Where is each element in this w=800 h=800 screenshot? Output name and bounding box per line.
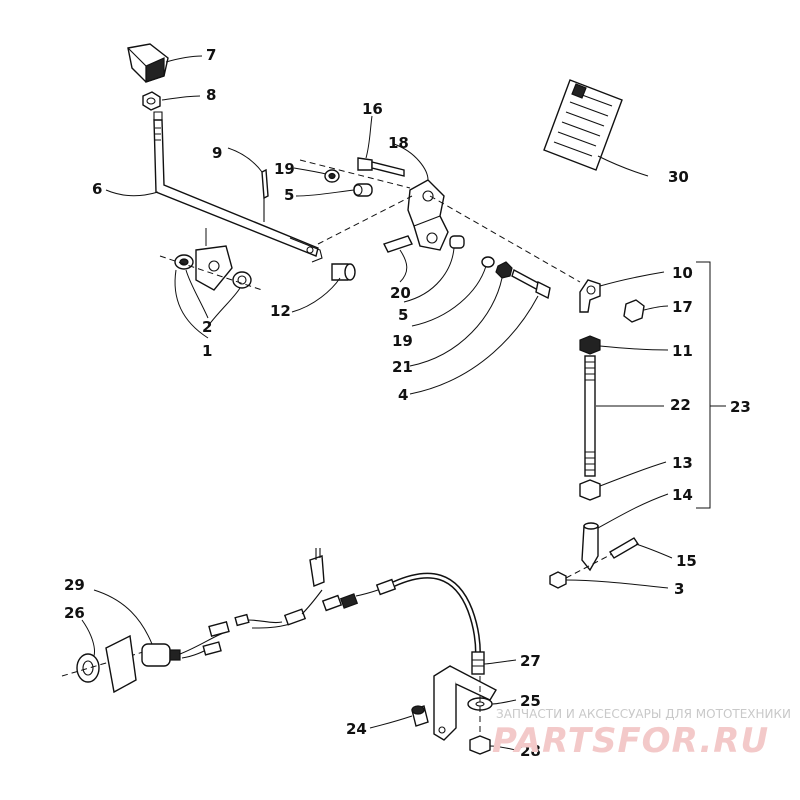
part-1-pivot-plate (195, 245, 233, 291)
label-20: 20 (390, 284, 411, 302)
part-10-rod-end (579, 279, 601, 313)
part-22-threaded-rod (584, 355, 596, 477)
part-28-nut (469, 735, 491, 755)
label-29: 29 (64, 576, 85, 594)
label-26: 26 (64, 604, 85, 622)
part-18-bellcrank (407, 179, 449, 251)
label-21: 21 (392, 358, 413, 376)
connector-d (375, 578, 397, 596)
connector-c (321, 593, 359, 612)
label-9: 9 (212, 144, 222, 162)
part-11-jam-nut (579, 335, 601, 355)
label-15: 15 (676, 552, 697, 570)
mounting-plate (105, 634, 137, 694)
label-11: 11 (672, 342, 693, 360)
label-19-top: 19 (274, 160, 295, 178)
label-16: 16 (362, 100, 383, 118)
part-15-bolt (609, 537, 639, 559)
part-8-nut (142, 91, 161, 111)
label-13: 13 (672, 454, 693, 472)
label-12: 12 (270, 302, 291, 320)
watermark-logo: PARTSFOR.RU (492, 721, 769, 761)
connector-b (283, 608, 307, 626)
connector-a (202, 613, 250, 656)
label-17: 17 (672, 298, 693, 316)
part-30-warning-decal (543, 79, 623, 171)
label-4: 4 (398, 386, 408, 404)
label-6: 6 (92, 180, 102, 198)
part-17-nut (623, 299, 645, 323)
label-22: 22 (670, 396, 691, 414)
part-5-bushing-bottom (449, 235, 465, 249)
part-3-nut (549, 571, 567, 589)
label-1: 1 (202, 342, 212, 360)
watermark-tagline: ЗАПЧАСТИ И АКСЕССУАРЫ ДЛЯ МОТОТЕХНИКИ (496, 707, 791, 721)
label-30: 30 (668, 168, 689, 186)
label-10: 10 (672, 264, 693, 282)
part-29-switch (141, 643, 181, 667)
part-19-washer-bottom (481, 256, 495, 268)
sensor-bracket (433, 665, 497, 741)
label-5-top: 5 (284, 186, 294, 204)
label-8: 8 (206, 86, 216, 104)
label-28: 28 (520, 742, 541, 760)
part-27-sensor (471, 651, 485, 675)
label-27: 27 (520, 652, 541, 670)
label-24: 24 (346, 720, 367, 738)
label-2: 2 (202, 318, 212, 336)
part-4-bolt (511, 268, 551, 300)
part-13-jam-nut (579, 479, 601, 501)
wire-lead-top (309, 548, 325, 587)
part-24-spacer (411, 705, 429, 727)
label-14: 14 (672, 486, 693, 504)
label-7: 7 (206, 46, 216, 64)
part-7-knob (127, 43, 169, 83)
part-9-cotter-pin (261, 168, 269, 222)
label-18: 18 (388, 134, 409, 152)
part-19-washer-top (324, 169, 340, 183)
label-19-bottom: 19 (392, 332, 413, 350)
part-26-grommet (76, 653, 100, 683)
label-25: 25 (520, 692, 541, 710)
part-12-clevis-pin (331, 263, 356, 281)
label-5-bottom: 5 (398, 306, 408, 324)
part-6-shift-lever (153, 111, 323, 263)
bracket-23 (696, 261, 711, 509)
part-5-bushing-top (353, 183, 373, 197)
part-2-bushing-right (232, 271, 252, 289)
part-16-bolt (357, 157, 405, 177)
part-21-nut (495, 261, 513, 279)
label-3: 3 (674, 580, 684, 598)
label-23: 23 (730, 398, 751, 416)
part-20-pin (383, 235, 413, 253)
part-2-bushing-left (174, 254, 194, 270)
